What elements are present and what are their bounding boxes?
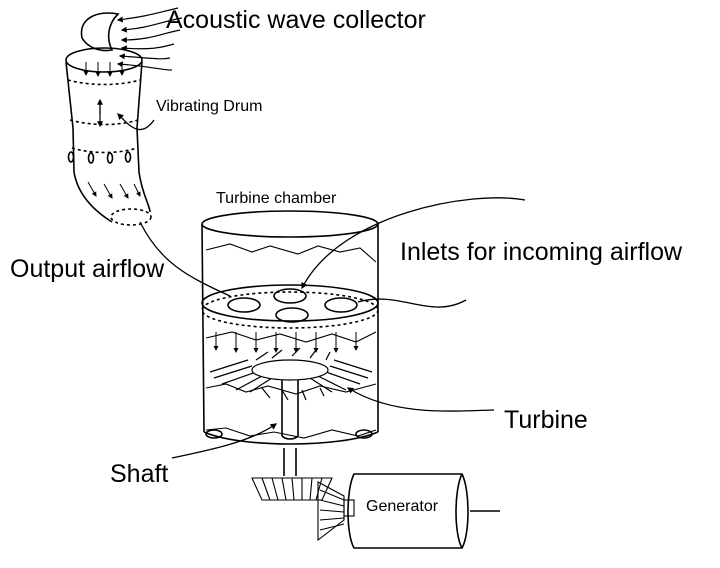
inlets-leader-2 — [357, 298, 467, 308]
generator-label: Generator — [366, 498, 439, 515]
shaft-label: Shaft — [110, 460, 169, 488]
acoustic-wave-collector — [65, 12, 143, 129]
turbine — [209, 347, 373, 401]
vibrating-drum-leader — [117, 113, 155, 131]
shaft — [205, 380, 373, 476]
vibrating-drum-label: Vibrating Drum — [156, 98, 263, 115]
output-airflow-label: Output airflow — [10, 255, 165, 283]
inlets-label: Inlets for incoming airflow — [400, 238, 683, 266]
turbine-leader — [346, 387, 495, 412]
chamber-flow-arrows — [213, 332, 359, 353]
acoustic-wave-collector-label: Acoustic wave collector — [166, 6, 426, 34]
sound-wave-arrows — [116, 7, 183, 71]
turbine-label: Turbine — [504, 406, 588, 434]
vibrating-drum — [67, 79, 152, 226]
output-airflow-path — [139, 221, 231, 297]
shaft-leader — [171, 423, 278, 459]
generator — [347, 473, 500, 549]
bevel-gears — [251, 477, 355, 542]
inlets-leader — [301, 197, 526, 290]
funnel-flow-arrows — [83, 62, 125, 77]
inlet-plate — [201, 284, 379, 329]
turbine-chamber-label: Turbine chamber — [216, 190, 337, 207]
